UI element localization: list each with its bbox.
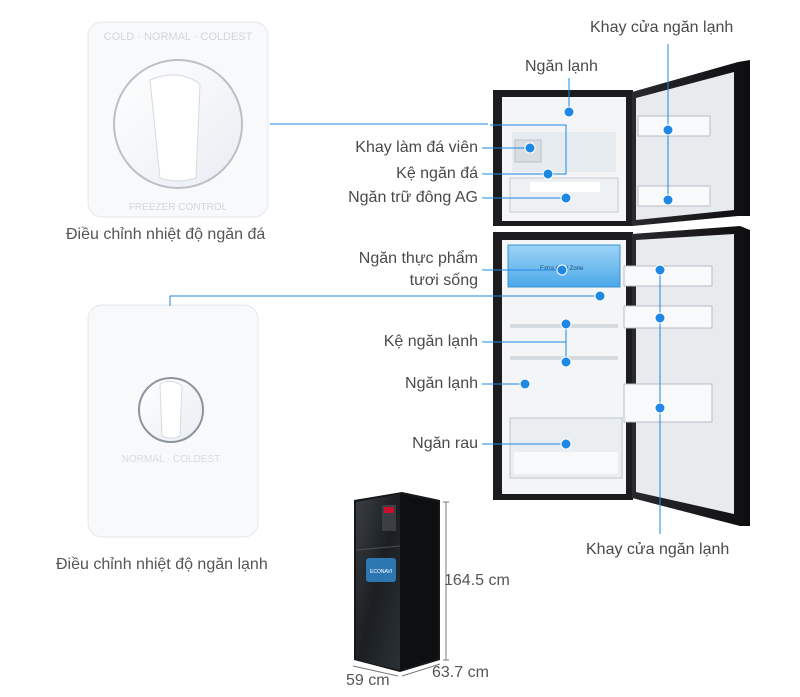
label-compartment-top: Ngăn lạnh (525, 58, 598, 75)
fridge-knob-icon: NORMAL · COLDEST (87, 304, 259, 538)
dimension-depth: 63.7 cm (432, 664, 489, 681)
callout-lines (169, 44, 669, 534)
refrigerator-closed-icon: ECONAVI (354, 492, 440, 672)
dimension-lines (352, 501, 449, 677)
fridge-knob-caption: Điều chỉnh nhiệt độ ngăn lạnh (56, 556, 268, 573)
dimension-width: 59 cm (346, 672, 390, 689)
label-freezer-shelf: Kệ ngăn đá (396, 165, 478, 182)
svg-text:COLD · NORMAL · COLDEST: COLD · NORMAL · COLDEST (104, 31, 253, 43)
svg-text:ECONAVI: ECONAVI (370, 569, 392, 575)
label-door-tray-top: Khay cửa ngăn lạnh (590, 19, 734, 36)
freezer-knob-caption: Điều chỉnh nhiệt độ ngăn đá (66, 226, 266, 243)
label-vegetable: Ngăn rau (412, 435, 478, 452)
refrigerator-open-icon: Extra Cool Zone (493, 60, 750, 526)
label-fresh-food-line1: Ngăn thực phẩm (358, 250, 478, 267)
svg-text:NORMAL · COLDEST: NORMAL · COLDEST (122, 454, 221, 465)
label-ag-freezer: Ngăn trữ đông AG (348, 189, 478, 206)
label-fridge-shelf: Kệ ngăn lạnh (383, 333, 478, 350)
freezer-knob-icon: COLD · NORMAL · COLDEST FREEZER CONTROL (87, 21, 269, 218)
label-fridge-compartment: Ngăn lạnh (405, 375, 478, 392)
callout-dots (519, 106, 674, 450)
svg-text:FREEZER CONTROL: FREEZER CONTROL (129, 202, 228, 213)
label-ice-tray: Khay làm đá viên (355, 139, 478, 156)
label-door-tray-bottom: Khay cửa ngăn lạnh (586, 541, 730, 558)
dimension-height: 164.5 cm (444, 572, 510, 589)
label-fresh-food-line2: tươi sống (409, 272, 478, 289)
